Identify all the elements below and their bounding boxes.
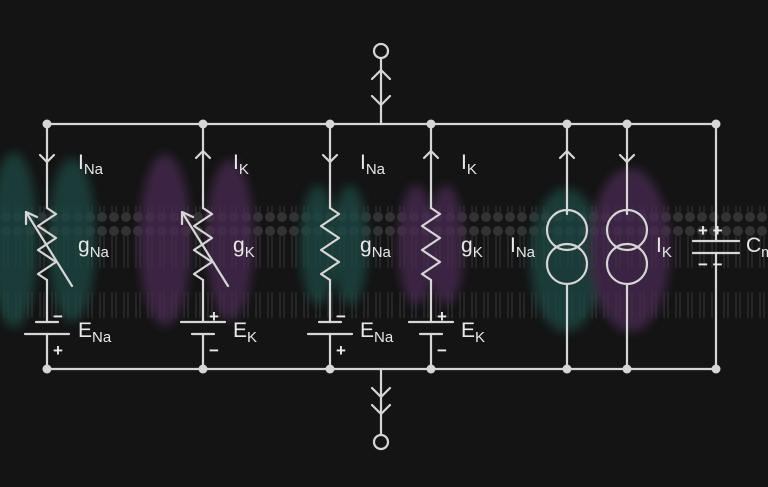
reversal-potential-label: ENa — [360, 319, 394, 346]
top-terminal — [372, 42, 390, 60]
battery-bottom-sign: + — [53, 341, 63, 360]
sodium-channel-1 — [0, 152, 96, 328]
battery-top-sign: − — [53, 307, 63, 326]
branch-1-labels: INa gNa ENa − + — [53, 151, 112, 360]
bottom-terminal — [372, 433, 390, 451]
current-source-k-label: IK — [656, 234, 672, 261]
conductance-label: gK — [461, 234, 483, 261]
capacitor-top-signs: + + — [698, 221, 723, 240]
junction-dots — [42, 119, 721, 374]
reversal-potential-label: EK — [461, 319, 485, 346]
current-label: IK — [233, 151, 249, 178]
battery-bottom-sign: − — [437, 341, 447, 360]
battery-bottom-sign: − — [209, 341, 219, 360]
battery-bottom-sign: + — [336, 341, 346, 360]
conductance-label: gK — [233, 234, 255, 261]
current-label: IK — [461, 151, 477, 178]
battery-top-sign: − — [336, 307, 346, 326]
conductance-label: gNa — [360, 234, 392, 261]
circuit-wiring — [23, 42, 741, 451]
capacitor-label: Cm — [746, 234, 768, 261]
current-source-na-label: INa — [510, 234, 536, 261]
battery-top-sign: + — [437, 307, 447, 326]
branch-4-labels: IK gK EK + − — [437, 151, 485, 360]
sodium-channel-2 — [300, 185, 368, 305]
current-source-k-upper — [605, 208, 649, 252]
branch-3-labels: INa gNa ENa − + — [336, 151, 394, 360]
branch-2-labels: IK gK EK + − — [209, 151, 257, 360]
reversal-potential-label: EK — [233, 319, 257, 346]
current-label: INa — [360, 151, 386, 178]
capacitor-bottom-signs: − − — [698, 255, 723, 274]
potassium-channel-1 — [139, 154, 254, 326]
conductance-label: gNa — [78, 234, 110, 261]
current-label: INa — [78, 151, 104, 178]
reversal-potential-label: ENa — [78, 319, 112, 346]
current-source-na-upper — [545, 208, 589, 252]
current-source-labels: INa IK — [510, 234, 672, 261]
battery-top-sign: + — [209, 307, 219, 326]
capacitor-labels: + + − − Cm — [698, 221, 768, 274]
